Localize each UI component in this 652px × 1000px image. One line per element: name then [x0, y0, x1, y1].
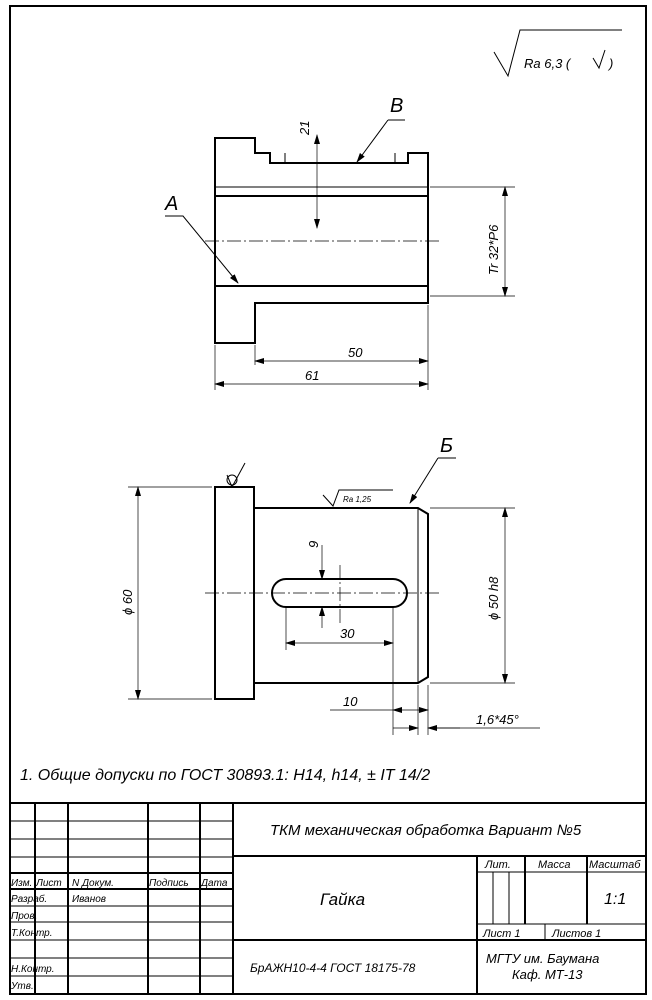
exterior-view: Б Ra 1,25 ϕ 60 ϕ 50 h8 9 30 10: [120, 435, 540, 735]
title-block: ТКМ механическая обработка Вариант №5 Га…: [10, 802, 646, 994]
general-roughness-symbol: Ra 6,3 ( ): [493, 29, 622, 78]
svg-text:Лит.: Лит.: [484, 859, 511, 871]
svg-text:Масштаб: Масштаб: [589, 859, 641, 871]
svg-text:Масса: Масса: [538, 859, 571, 871]
svg-text:Подпись: Подпись: [149, 878, 189, 889]
svg-text:Утв.: Утв.: [10, 981, 34, 992]
svg-text:61: 61: [305, 368, 319, 383]
svg-text:1:1: 1:1: [604, 891, 626, 908]
svg-text:Разраб.: Разраб.: [11, 893, 47, 905]
svg-text:Ra 1,25: Ra 1,25: [343, 495, 372, 504]
svg-text:Tr 32*P6: Tr 32*P6: [486, 224, 501, 275]
org-line2: Каф. МТ-13: [512, 967, 583, 982]
svg-text:Б: Б: [440, 435, 453, 457]
svg-text:А: А: [164, 193, 178, 215]
sheet-frame: [9, 5, 647, 995]
doc-title: ТКМ механическая обработка Вариант №5: [270, 822, 582, 839]
svg-text:В: В: [390, 95, 403, 117]
svg-text:Лист: Лист: [35, 878, 62, 889]
svg-text:9: 9: [306, 541, 321, 548]
hatched-wall-bottom: [214, 285, 429, 344]
keyway-slot: [271, 578, 408, 608]
general-tolerance-note: 1. Общие допуски по ГОСТ 30893.1: Н14, h…: [20, 767, 430, 784]
svg-text:Изм.: Изм.: [11, 878, 32, 889]
svg-text:30: 30: [340, 626, 355, 641]
body: [254, 507, 429, 684]
svg-text:N Докум.: N Докум.: [72, 878, 114, 889]
svg-text:Ra 6,3 (: Ra 6,3 (: [524, 56, 572, 71]
svg-text:10: 10: [343, 694, 358, 709]
svg-text:Н.Контр.: Н.Контр.: [11, 964, 55, 975]
svg-text:Иванов: Иванов: [72, 894, 106, 905]
org-line1: МГТУ им. Баумана: [486, 951, 599, 966]
svg-text:50: 50: [348, 345, 363, 360]
svg-text:Пров.: Пров.: [11, 911, 37, 922]
svg-text:Т.Контр.: Т.Контр.: [11, 928, 53, 939]
svg-text:Дата: Дата: [200, 878, 228, 889]
material: БрАЖН10-4-4 ГОСТ 18175-78: [250, 961, 416, 975]
part-name: Гайка: [320, 890, 365, 909]
svg-text:1,6*45°: 1,6*45°: [476, 712, 519, 727]
svg-text:): ): [607, 56, 613, 71]
svg-text:21: 21: [297, 121, 312, 136]
svg-text:ϕ 50 h8: ϕ 50 h8: [486, 576, 501, 620]
section-view: 21 В А Tr 32*P6 50 61: [164, 95, 515, 390]
svg-text:Листов 1: Листов 1: [551, 928, 601, 940]
svg-text:Лист 1: Лист 1: [482, 928, 521, 940]
svg-text:ϕ 60: ϕ 60: [120, 589, 135, 615]
